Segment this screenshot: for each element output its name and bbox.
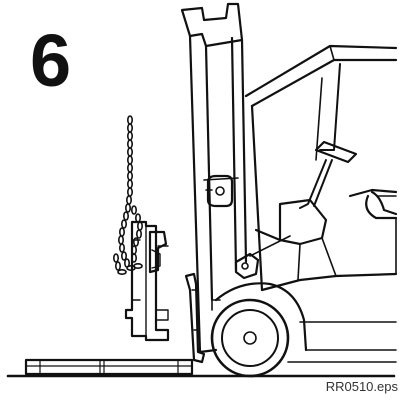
file-label: RR0510.eps [325,379,398,394]
overhead-guard [246,46,396,290]
seat [372,192,396,214]
fender [216,283,396,350]
hanging-chain [114,116,142,274]
pallet [26,360,192,374]
tilt-link [236,236,290,278]
detached-carriage [126,222,168,340]
mast [182,4,246,352]
step-number: 6 [30,19,72,102]
forklift-body [256,190,396,290]
rear-body [212,300,396,362]
front-wheel [212,300,288,376]
steering-wheel [300,142,356,208]
lift-hose [186,274,204,362]
